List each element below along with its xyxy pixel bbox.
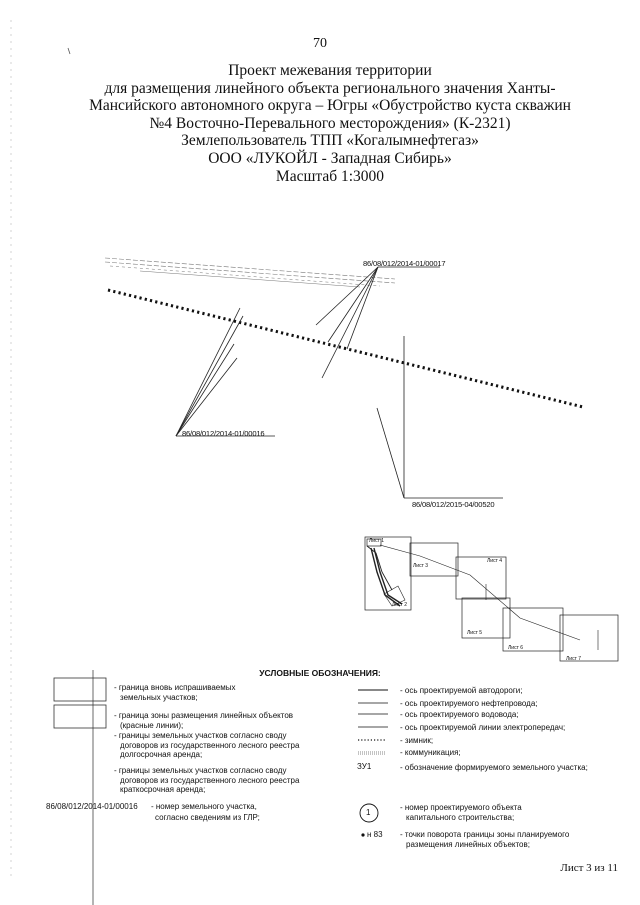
leader-lines-right [376,336,503,499]
title-line: ООО «ЛУКОЙЛ - Западная Сибирь» [208,149,452,167]
new-parcel-boundary-swatch [53,677,107,702]
sheet-label-5: Лист 5 [467,630,483,636]
winter-road-line [107,288,584,409]
sheet-label-1: Лист 1 [369,538,385,544]
document-title: Проект межевания территории для размещен… [60,62,600,185]
turn-point-dot [361,833,365,837]
parcel-label-left: 86/08/012/2014-01/00016 [182,429,265,438]
legend-zu-sample: ЗУ1 [357,762,372,771]
title-line: Мансийского автономного округа – Югры «О… [89,97,571,115]
object-number-circle [359,803,379,823]
leader-lines-left [175,307,275,437]
legend-item-oil-pipeline-axis: - ось проектируемого нефтепровода; [400,699,538,708]
legend-item-water-pipeline-axis: - ось проектируемого водовода; [400,710,519,719]
legend-item-red-lines: - граница зоны размещения линейных объек… [114,711,294,730]
legend-parcel-number-desc-1: - номер земельного участка, [151,802,257,811]
legend-circle-sample: 1 [366,808,371,817]
legend-point-sample: н 83 [367,830,383,839]
title-line: Проект межевания территории [228,62,432,79]
legend-line-swatches [358,689,388,755]
legend-item-short-lease: - границы земельных участков согласно св… [114,766,300,795]
sheet-label-2: Лист 2 [392,602,408,608]
sheet-label-6: Лист 6 [508,645,524,651]
sheet-label-3: Лист 3 [413,563,429,569]
title-line: №4 Восточно-Перевального месторождения» … [149,114,511,132]
sheet-footer: Лист 3 из 11 [560,862,618,874]
legend-item-object-number: - номер проектируемого объекта капитальн… [400,803,522,822]
legend-item-power-line-axis: - ось проектируемой линии электропередач… [400,723,566,732]
title-line: Масштаб 1:3000 [275,167,385,185]
parcel-label-right: 86/08/012/2015-04/00520 [412,500,495,509]
sheet-index-map [364,536,619,662]
red-line-zone-swatch [53,704,107,729]
legend-item-turn-points: - точки поворота границы зоны планируемо… [400,830,570,849]
legend-heading: УСЛОВНЫЕ ОБОЗНАЧЕНИЯ: [259,668,381,678]
legend-item-new-parcel: - граница вновь испрашиваемых земельных … [114,683,236,702]
legend-item-winter-road: - зимник; [400,736,434,745]
parcel-label-top: 86/08/012/2014-01/00017 [363,259,446,268]
title-line: для размещения линейного объекта региона… [104,79,556,97]
legend-item-road-axis: - ось проектируемой автодороги; [400,686,523,695]
legend-item-forming-parcel: - обозначение формируемого земельного уч… [400,763,588,772]
legend-parcel-number-desc-2: согласно сведениям из ГЛР; [155,813,260,822]
page-number: 70 [313,36,327,51]
legend-item-long-lease: - границы земельных участков согласно св… [114,731,300,760]
leader-lines-top [315,266,440,379]
legend-parcel-number-sample: 86/08/012/2014-01/00016 [46,802,138,811]
corridor-lines [104,257,396,288]
sheet-label-7: Лист 7 [566,656,582,662]
title-line: Землепользователь ТПП «Когалымнефтегаз» [181,132,479,150]
legend-item-communication: - коммуникация; [400,748,461,757]
sheet-label-4: Лист 4 [487,558,503,564]
